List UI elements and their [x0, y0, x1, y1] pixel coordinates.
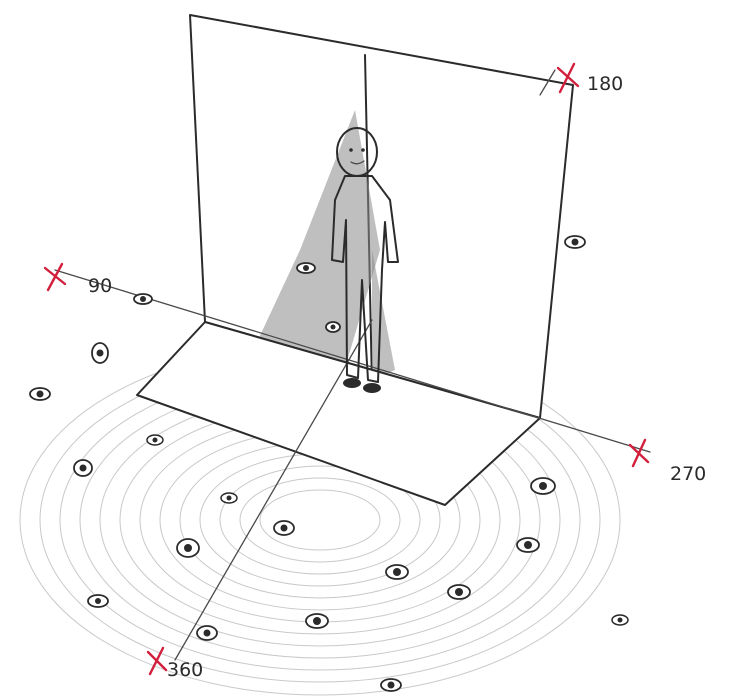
eye-icon: [531, 478, 555, 494]
eye-icon: [612, 615, 628, 625]
eye-icon: [88, 595, 108, 607]
eye-icon: [134, 294, 152, 304]
eye-icon: [386, 565, 408, 579]
eye-icon: [30, 388, 50, 400]
eye-icon: [147, 435, 163, 445]
angle-marker-360: 360: [148, 648, 203, 681]
angle-label-360: 360: [167, 659, 203, 681]
eye-icon: [565, 236, 585, 248]
marker-x-icon: [630, 440, 648, 466]
angle-label-270: 270: [670, 463, 706, 485]
eye-icon: [274, 521, 294, 535]
eye-icon: [177, 539, 199, 557]
eye-icon: [221, 493, 237, 503]
eye-icon: [381, 679, 401, 691]
angle-label-180: 180: [587, 73, 623, 95]
angle-marker-90: 90: [45, 264, 112, 297]
eye-icon: [297, 263, 315, 273]
eye-icon: [517, 538, 539, 552]
angle-label-90: 90: [88, 275, 112, 297]
eye-icon: [448, 585, 470, 599]
eye-icon: [306, 614, 328, 628]
angle-marker-270: 270: [630, 440, 706, 485]
eye-icon: [92, 343, 108, 363]
eye-icon: [197, 626, 217, 640]
marker-x-icon: [45, 264, 65, 290]
eye-icon: [326, 322, 340, 332]
eye-icon: [74, 460, 92, 476]
